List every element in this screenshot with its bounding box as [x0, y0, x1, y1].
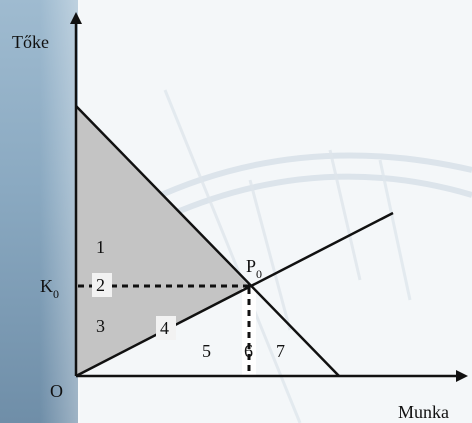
region-label-3: 3	[96, 316, 105, 336]
k0-label: K0	[40, 276, 59, 301]
expansion-ray	[75, 211, 394, 378]
budget-line	[75, 105, 340, 377]
region-label-7: 7	[276, 341, 285, 361]
k0-subscript: 0	[53, 287, 59, 301]
origin-label: O	[50, 381, 63, 401]
y-axis-label: Tőke	[12, 32, 49, 52]
x-axis	[76, 370, 468, 382]
x-axis-label: Munka	[398, 402, 449, 422]
p0-label: P0	[246, 256, 262, 281]
region-label-4: 4	[160, 318, 169, 338]
label-4-backing	[156, 316, 176, 340]
region-label-1: 1	[96, 237, 105, 257]
label-2-backing	[92, 273, 112, 297]
p0-main: P	[246, 256, 256, 276]
y-axis-arrow-icon	[70, 12, 82, 24]
region-label-5: 5	[202, 341, 211, 361]
x-axis-arrow-icon	[456, 370, 468, 382]
region-label-2: 2	[96, 275, 105, 295]
k0-main: K	[40, 276, 53, 296]
p0-subscript: 0	[256, 267, 262, 281]
region-label-6: 6	[244, 341, 253, 361]
y-axis	[70, 12, 82, 376]
